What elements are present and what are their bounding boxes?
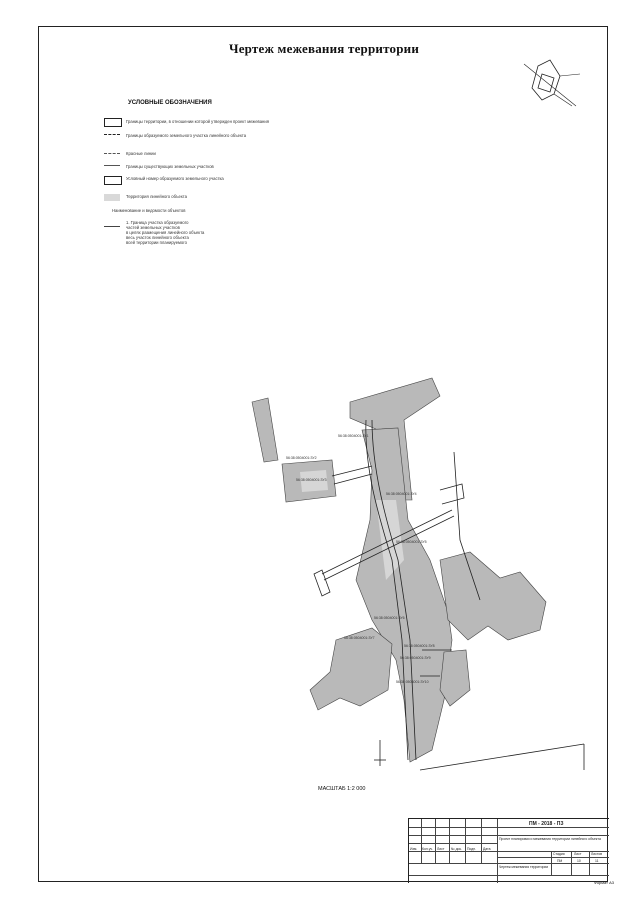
road-line xyxy=(323,515,455,581)
legend-note-line: в целях размещения линейного объекта xyxy=(126,230,205,235)
territory-area xyxy=(251,397,279,463)
title-block: Изм. Кол.уч. Лист № док. Подп. Дата ПМ -… xyxy=(408,818,609,883)
legend-symbol-territory xyxy=(104,118,122,127)
stamp-col: Лист xyxy=(437,847,445,851)
parcel-label: 56:38:0504001:ЗУ5 xyxy=(396,540,427,544)
parcel-label: 56:38:0504001:ЗУ10 xyxy=(396,680,429,684)
legend-item: Территория линейного объекта xyxy=(126,194,187,199)
road-line xyxy=(371,419,417,761)
legend-symbol-linear xyxy=(104,194,120,201)
stamp-stage-label: Стадия xyxy=(553,852,565,856)
parcel-label: 56:38:0504001:ЗУ9 xyxy=(400,656,431,660)
road-line xyxy=(333,473,373,485)
parcel-label: 56:38:0504001:ЗУ1 xyxy=(338,434,369,438)
drawing-title: Чертеж межевания территории xyxy=(228,41,420,56)
stamp-col: Подп. xyxy=(467,847,477,851)
legend-note-symbol xyxy=(104,226,120,227)
stamp-col: № док. xyxy=(451,847,462,851)
legend-symbol-number xyxy=(104,176,122,185)
parcel-label: 56:38:0504001:ЗУ8 xyxy=(404,644,435,648)
legend-symbol-existing xyxy=(104,165,120,166)
road-line xyxy=(313,569,331,597)
parcel-label: 56:38:0504001:ЗУ3 xyxy=(296,478,327,482)
stamp-sheet-label: Лист xyxy=(574,852,582,856)
legend-item: Красные линии xyxy=(126,151,156,156)
legend-item: Границы территории, в отношении которой … xyxy=(126,119,269,124)
stamp-sheets: 11 xyxy=(595,859,599,863)
stamp-sheet-name: Чертеж межевания территории xyxy=(499,865,549,869)
territory-area xyxy=(439,551,547,641)
legend-heading: УСЛОВНЫЕ ОБОЗНАЧЕНИЯ xyxy=(128,100,212,106)
territory-area xyxy=(439,649,471,707)
road-line xyxy=(453,451,481,601)
legend-item: Условный номер образуемого земельного уч… xyxy=(126,176,224,181)
stamp-col: Изм. xyxy=(410,847,418,851)
stamp-col: Кол.уч. xyxy=(422,847,434,851)
stamp-sheets-label: Листов xyxy=(591,852,603,856)
stamp-description: Проект планировки и межевания территории… xyxy=(499,837,601,841)
legend-note-line: всей территории планируемого xyxy=(126,240,187,245)
stamp-col: Дата xyxy=(483,847,491,851)
drawing-sheet: Чертеж межевания территории xyxy=(38,26,608,882)
legend-item: Границы образуемого земельного участка л… xyxy=(126,133,247,138)
stamp-code: ПМ - 2018 - ПЗ xyxy=(529,821,564,827)
scale-label: МАСШТАБ 1:2 000 xyxy=(318,786,366,792)
orientation-symbol xyxy=(523,59,581,107)
road-line xyxy=(365,419,409,761)
format-label: Формат А3 xyxy=(593,880,614,885)
road-line xyxy=(321,509,453,575)
legend-symbol-parcel xyxy=(104,134,120,135)
legend-note-heading: Наименование и ведомости объектов xyxy=(112,208,186,213)
stamp-stage: ПМ xyxy=(557,859,563,863)
road-line xyxy=(439,483,465,505)
road-line xyxy=(331,465,373,477)
legend-note-line: частей земельных участков xyxy=(126,225,180,230)
legend-note-line: весь участок линейного объекта xyxy=(126,235,189,240)
territory-area xyxy=(309,627,393,711)
legend-symbol-red-lines xyxy=(104,153,120,154)
parcel-label: 56:38:0504001:ЗУ4 xyxy=(386,492,417,496)
stamp-sheet: 10 xyxy=(577,859,581,863)
parcel-label: 56:38:0504001:ЗУ7 xyxy=(344,636,375,640)
parcel-label: 56:38:0504001:ЗУ2 xyxy=(286,456,317,460)
territory-boundary xyxy=(419,743,585,771)
parcel-label: 56:38:0504001:ЗУ6 xyxy=(374,616,405,620)
legend-item: Границы существующих земельных участков xyxy=(126,164,214,169)
legend-note-line: 1. Граница участка образуемого xyxy=(126,220,189,225)
